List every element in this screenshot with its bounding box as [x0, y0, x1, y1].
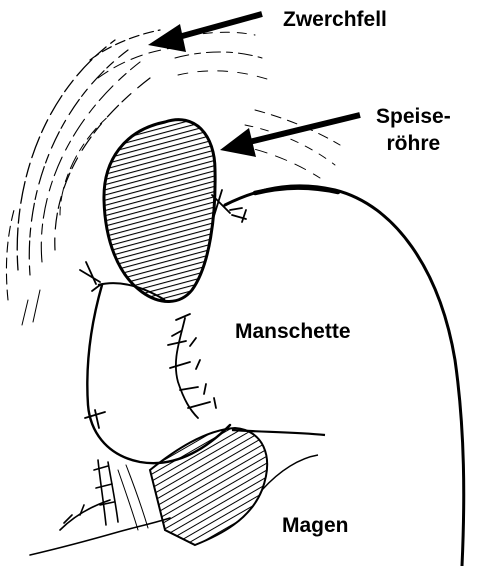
esophagus [104, 120, 215, 302]
stomach-upper-edge [255, 188, 338, 193]
tissue-sketch [30, 460, 170, 555]
label-esophagus: Speise- röhre [376, 103, 451, 157]
stomach-fundus [150, 428, 267, 545]
label-stomach: Magen [282, 512, 349, 539]
label-diaphragm: Zwerchfell [283, 6, 387, 33]
label-cuff: Manschette [235, 318, 351, 345]
stomach-outline [225, 186, 464, 566]
label-esophagus-line1: Speise- [376, 103, 451, 130]
label-esophagus-line2: röhre [376, 130, 451, 157]
fundus-fold [262, 455, 318, 490]
